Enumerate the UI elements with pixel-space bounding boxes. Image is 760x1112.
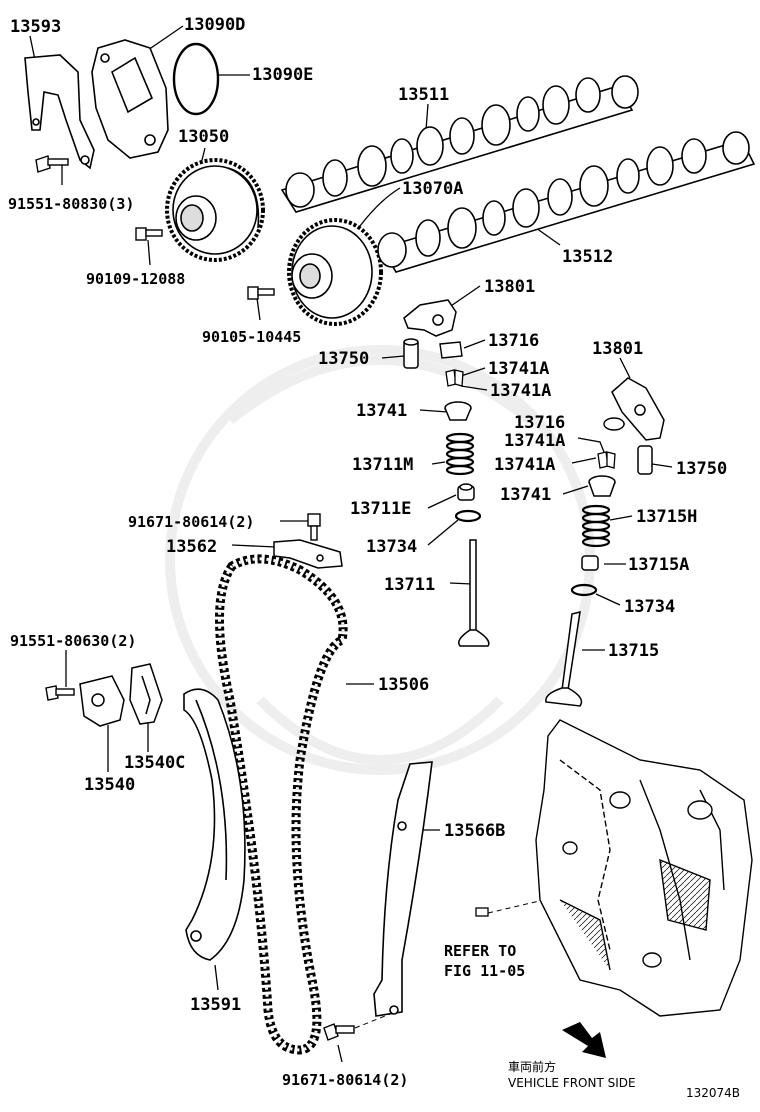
part-13512-camshaft <box>377 131 756 273</box>
part-13750-lash-adjuster-right <box>637 445 653 475</box>
bolt-91551-80630 <box>45 685 75 701</box>
figure-code: 132074B <box>686 1086 741 1100</box>
part-13540-chain-tensioner <box>79 675 125 727</box>
part-13801-rocker-arm <box>403 299 457 337</box>
label-91671-80614-top: 91671-80614(2) <box>128 513 255 531</box>
label-91551-80830: 91551-80830(3) <box>8 195 135 213</box>
label-13716-left: 13716 <box>488 331 540 351</box>
bolt-91551-80830 <box>35 155 69 173</box>
label-13711m: 13711M <box>352 455 414 475</box>
label-91551-80630: 91551-80630(2) <box>10 632 137 650</box>
part-13711-intake-valve <box>458 539 490 647</box>
part-13734-washer-right <box>570 583 598 597</box>
part-13566b-chain-guide <box>373 761 433 1017</box>
label-13566b: 13566B <box>444 821 506 841</box>
label-13540c: 13540C <box>124 753 186 773</box>
label-13734-left: 13734 <box>366 537 418 557</box>
label-13711: 13711 <box>384 575 436 595</box>
part-13711m-valve-spring <box>445 432 475 476</box>
label-13562: 13562 <box>166 537 218 557</box>
part-13750-lash-adjuster <box>403 338 419 369</box>
part-13050-camshaft-timing-gear <box>165 158 265 262</box>
part-13090e-o-ring <box>172 42 220 116</box>
label-13750-left: 13750 <box>318 349 370 369</box>
vehicle-front-en: VEHICLE FRONT SIDE <box>508 1076 636 1090</box>
refer-note-line1: REFER TO <box>444 942 517 960</box>
engine-block-section <box>535 719 753 1017</box>
label-13711e: 13711E <box>350 499 412 519</box>
label-13741a-3: 13741A <box>504 431 566 451</box>
bolt-91671-80614-bottom <box>323 1023 355 1041</box>
label-91671-80614-bottom: 91671-80614(2) <box>282 1071 409 1089</box>
label-13715h: 13715H <box>636 507 698 527</box>
label-90109-12088: 90109-12088 <box>86 270 186 288</box>
label-13715a: 13715A <box>628 555 690 575</box>
part-13711e-stem-seal <box>457 483 475 501</box>
label-13050: 13050 <box>178 127 230 147</box>
part-13741-retainer <box>444 401 472 421</box>
part-13734-washer <box>454 509 482 523</box>
label-13591: 13591 <box>190 995 242 1015</box>
label-13090d: 13090D <box>184 15 246 35</box>
leader-lines <box>29 25 673 1063</box>
label-13512: 13512 <box>562 247 614 267</box>
label-13540: 13540 <box>84 775 136 795</box>
label-13741-left: 13741 <box>356 401 408 421</box>
part-13511-camshaft <box>280 75 639 213</box>
part-13716-shim-right <box>603 417 625 431</box>
part-13090d-cover <box>91 39 169 159</box>
part-13070a-camshaft-timing-gear <box>287 218 383 326</box>
label-13801-left: 13801 <box>484 277 536 297</box>
part-13540c-gasket <box>129 663 163 725</box>
part-13715a-stem-seal <box>581 555 599 571</box>
part-13741a-keepers-right <box>597 451 616 469</box>
part-13506-timing-chain <box>215 554 348 1055</box>
label-13506: 13506 <box>378 675 430 695</box>
refer-pin <box>475 907 489 917</box>
label-13070a: 13070A <box>402 179 464 199</box>
part-13591-chain-slipper <box>183 688 246 961</box>
bolt-91671-80614-top <box>307 513 321 541</box>
label-13734-right: 13734 <box>624 597 676 617</box>
label-13741a-2: 13741A <box>490 381 552 401</box>
bolt-90109-12088 <box>135 227 163 241</box>
label-13750-right: 13750 <box>676 459 728 479</box>
bolt-90105-10445 <box>247 286 275 300</box>
label-13090e: 13090E <box>252 65 314 85</box>
label-13716-right: 13716 <box>514 413 566 433</box>
vehicle-front-arrow-icon <box>562 1022 606 1058</box>
label-13715: 13715 <box>608 641 660 661</box>
refer-note-line2: FIG 11-05 <box>444 962 526 980</box>
label-13511: 13511 <box>398 85 450 105</box>
part-13715-exhaust-valve <box>545 610 583 707</box>
label-90105-10445: 90105-10445 <box>202 328 302 346</box>
part-13593-bracket <box>24 54 95 170</box>
label-13801-right: 13801 <box>592 339 644 359</box>
label-13741a-4: 13741A <box>494 455 556 475</box>
part-13741a-keepers <box>445 369 464 387</box>
part-13801-rocker-arm-right <box>611 377 665 441</box>
part-13716-shim <box>439 341 463 359</box>
label-13593: 13593 <box>10 17 62 37</box>
label-13741-right: 13741 <box>500 485 552 505</box>
part-13715h-valve-spring <box>581 504 611 548</box>
part-13741-retainer-right <box>588 475 616 497</box>
part-13562-chain-guide-bracket <box>273 539 343 569</box>
vehicle-front-jp: 車両前方 <box>508 1060 557 1074</box>
label-13741a-1: 13741A <box>488 359 550 379</box>
